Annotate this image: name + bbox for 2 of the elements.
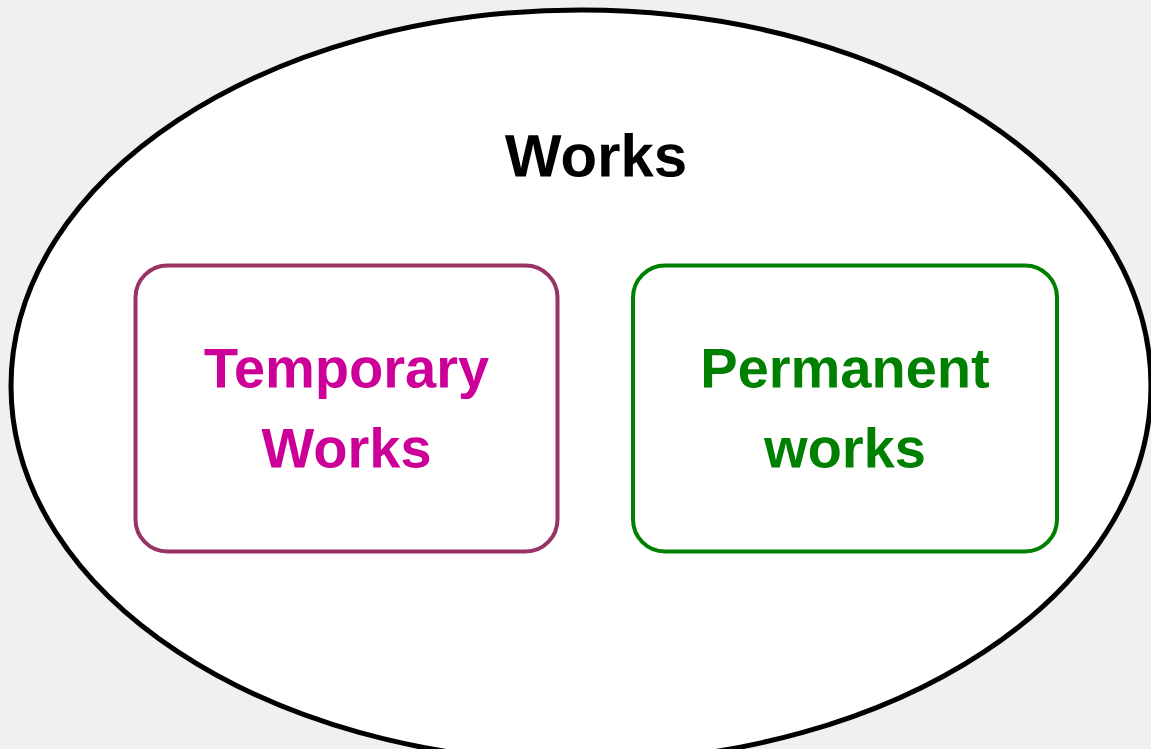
rounded-box: Temporary Works xyxy=(133,263,560,554)
rounded-box: Permanent works xyxy=(631,263,1059,554)
